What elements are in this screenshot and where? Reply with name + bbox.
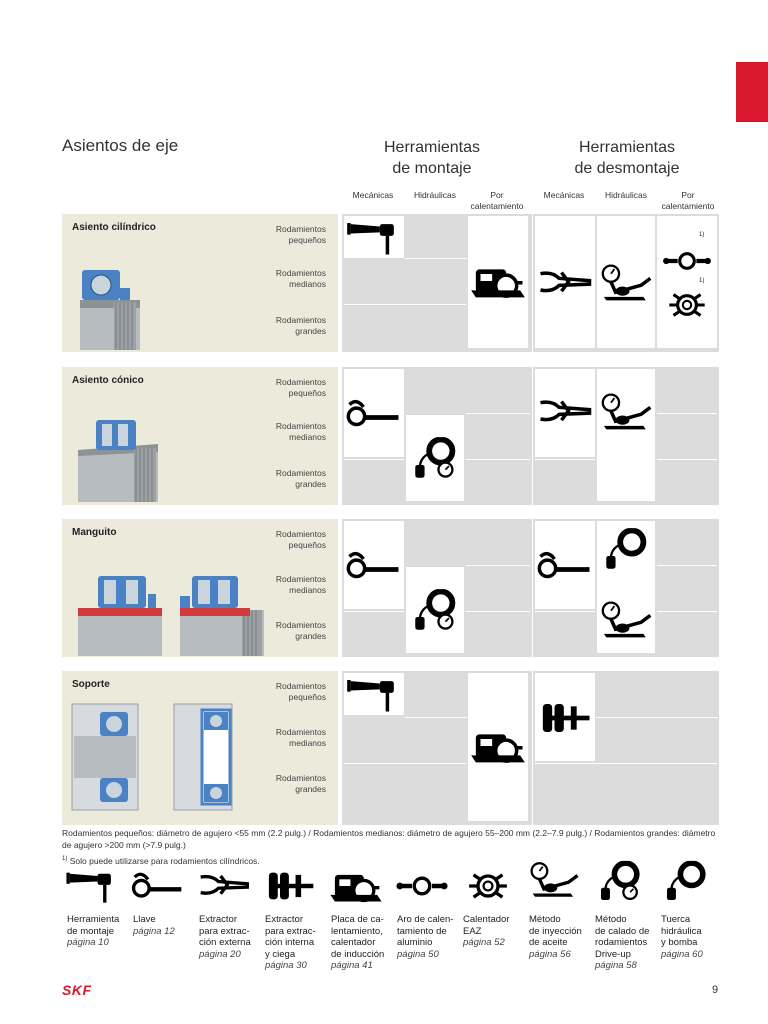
eaz-heater-icon xyxy=(661,286,713,324)
heater-icon xyxy=(468,725,528,767)
cell-dismount-mech-conical xyxy=(535,369,595,457)
col-header-dismount-mechanical: Mecánicas xyxy=(543,190,585,200)
puller-icon xyxy=(196,866,252,906)
housing-illustration-b xyxy=(173,703,233,811)
col-header-mount-hydraulic: Hidráulicas xyxy=(413,190,457,200)
sleeve-illustration-b xyxy=(180,576,264,656)
col-header-mount-mechanical: Mecánicas xyxy=(352,190,394,200)
cell-dismount-hyd xyxy=(597,216,655,348)
drive-up-icon xyxy=(406,587,464,633)
hammer-icon xyxy=(344,216,404,258)
col-header-mount-heating: Por calentamiento xyxy=(470,190,524,211)
section-title-sleeve: Manguito xyxy=(72,527,117,538)
dismount-heading: Herramientas de desmontaje xyxy=(574,139,680,177)
footnote-sizes: Rodamientos pequeños: diámetro de agujer… xyxy=(62,828,716,850)
wrench-icon xyxy=(130,866,186,906)
cell-mount-heat xyxy=(468,216,528,348)
oil-injection-icon xyxy=(597,391,655,433)
cell-mount-heat-housing xyxy=(468,673,528,821)
cell-dismount-mech xyxy=(535,216,595,348)
cell-mount-mech-sleeve xyxy=(344,521,404,609)
mount-heading: Herramientas de montaje xyxy=(383,139,481,177)
hydraulic-nut-icon xyxy=(597,527,655,571)
aluminium-ring-icon xyxy=(394,866,450,906)
section-tab xyxy=(736,62,768,122)
left-heading: Asientos de eje xyxy=(62,136,179,155)
cell-mount-mech-small-medium xyxy=(344,369,404,457)
wrench-icon xyxy=(344,393,404,435)
oil-injection-icon xyxy=(597,599,655,641)
oil-injection-icon xyxy=(597,262,655,304)
housing-illustration-a xyxy=(71,703,139,811)
section-title-cylindrical: Asiento cilíndrico xyxy=(72,222,156,233)
cell-dismount-mech-sleeve xyxy=(535,521,595,609)
footnote-one: 1) Solo puede utilizarse para rodamiento… xyxy=(62,855,260,866)
col-header-dismount-heating: Por calentamiento xyxy=(661,190,715,211)
page-number: 9 xyxy=(712,984,719,996)
cell-dismount-mech-housing xyxy=(535,673,595,761)
drive-up-icon xyxy=(592,854,648,908)
puller-icon xyxy=(535,391,595,433)
sleeve-illustration-a xyxy=(78,576,162,656)
conical-seat-illustration xyxy=(78,420,158,502)
cell-mount-hyd-medium-large xyxy=(406,415,464,501)
section-title-housing: Soporte xyxy=(72,679,110,690)
wrench-icon xyxy=(535,545,595,587)
hydraulic-nut-icon xyxy=(658,854,714,908)
hammer-icon xyxy=(64,866,120,906)
aluminium-ring-icon xyxy=(661,242,713,280)
wrench-icon xyxy=(344,545,404,587)
col-header-dismount-hydraulic: Hidráulicas xyxy=(604,190,648,200)
cell-dismount-heat: 1) 1) xyxy=(657,216,717,348)
heater-icon xyxy=(328,866,384,906)
skf-logo: SKF xyxy=(62,982,92,998)
inner-puller-icon xyxy=(262,866,318,906)
cell-mount-hyd-sleeve xyxy=(406,567,464,653)
inner-puller-icon xyxy=(535,697,595,739)
cell-dismount-hyd-sleeve xyxy=(597,521,655,653)
heater-icon xyxy=(468,260,528,302)
cell-dismount-hyd-conical xyxy=(597,369,655,501)
eaz-heater-icon xyxy=(460,866,516,906)
cell-mount-mech-housing xyxy=(344,673,404,715)
puller-icon xyxy=(535,262,595,304)
drive-up-icon xyxy=(406,435,464,481)
cell-mount-mech-small xyxy=(344,216,404,258)
cylindrical-seat-illustration xyxy=(80,270,140,350)
hammer-icon xyxy=(344,673,404,715)
oil-injection-icon xyxy=(526,856,582,904)
section-title-conical: Asiento cónico xyxy=(72,375,144,386)
